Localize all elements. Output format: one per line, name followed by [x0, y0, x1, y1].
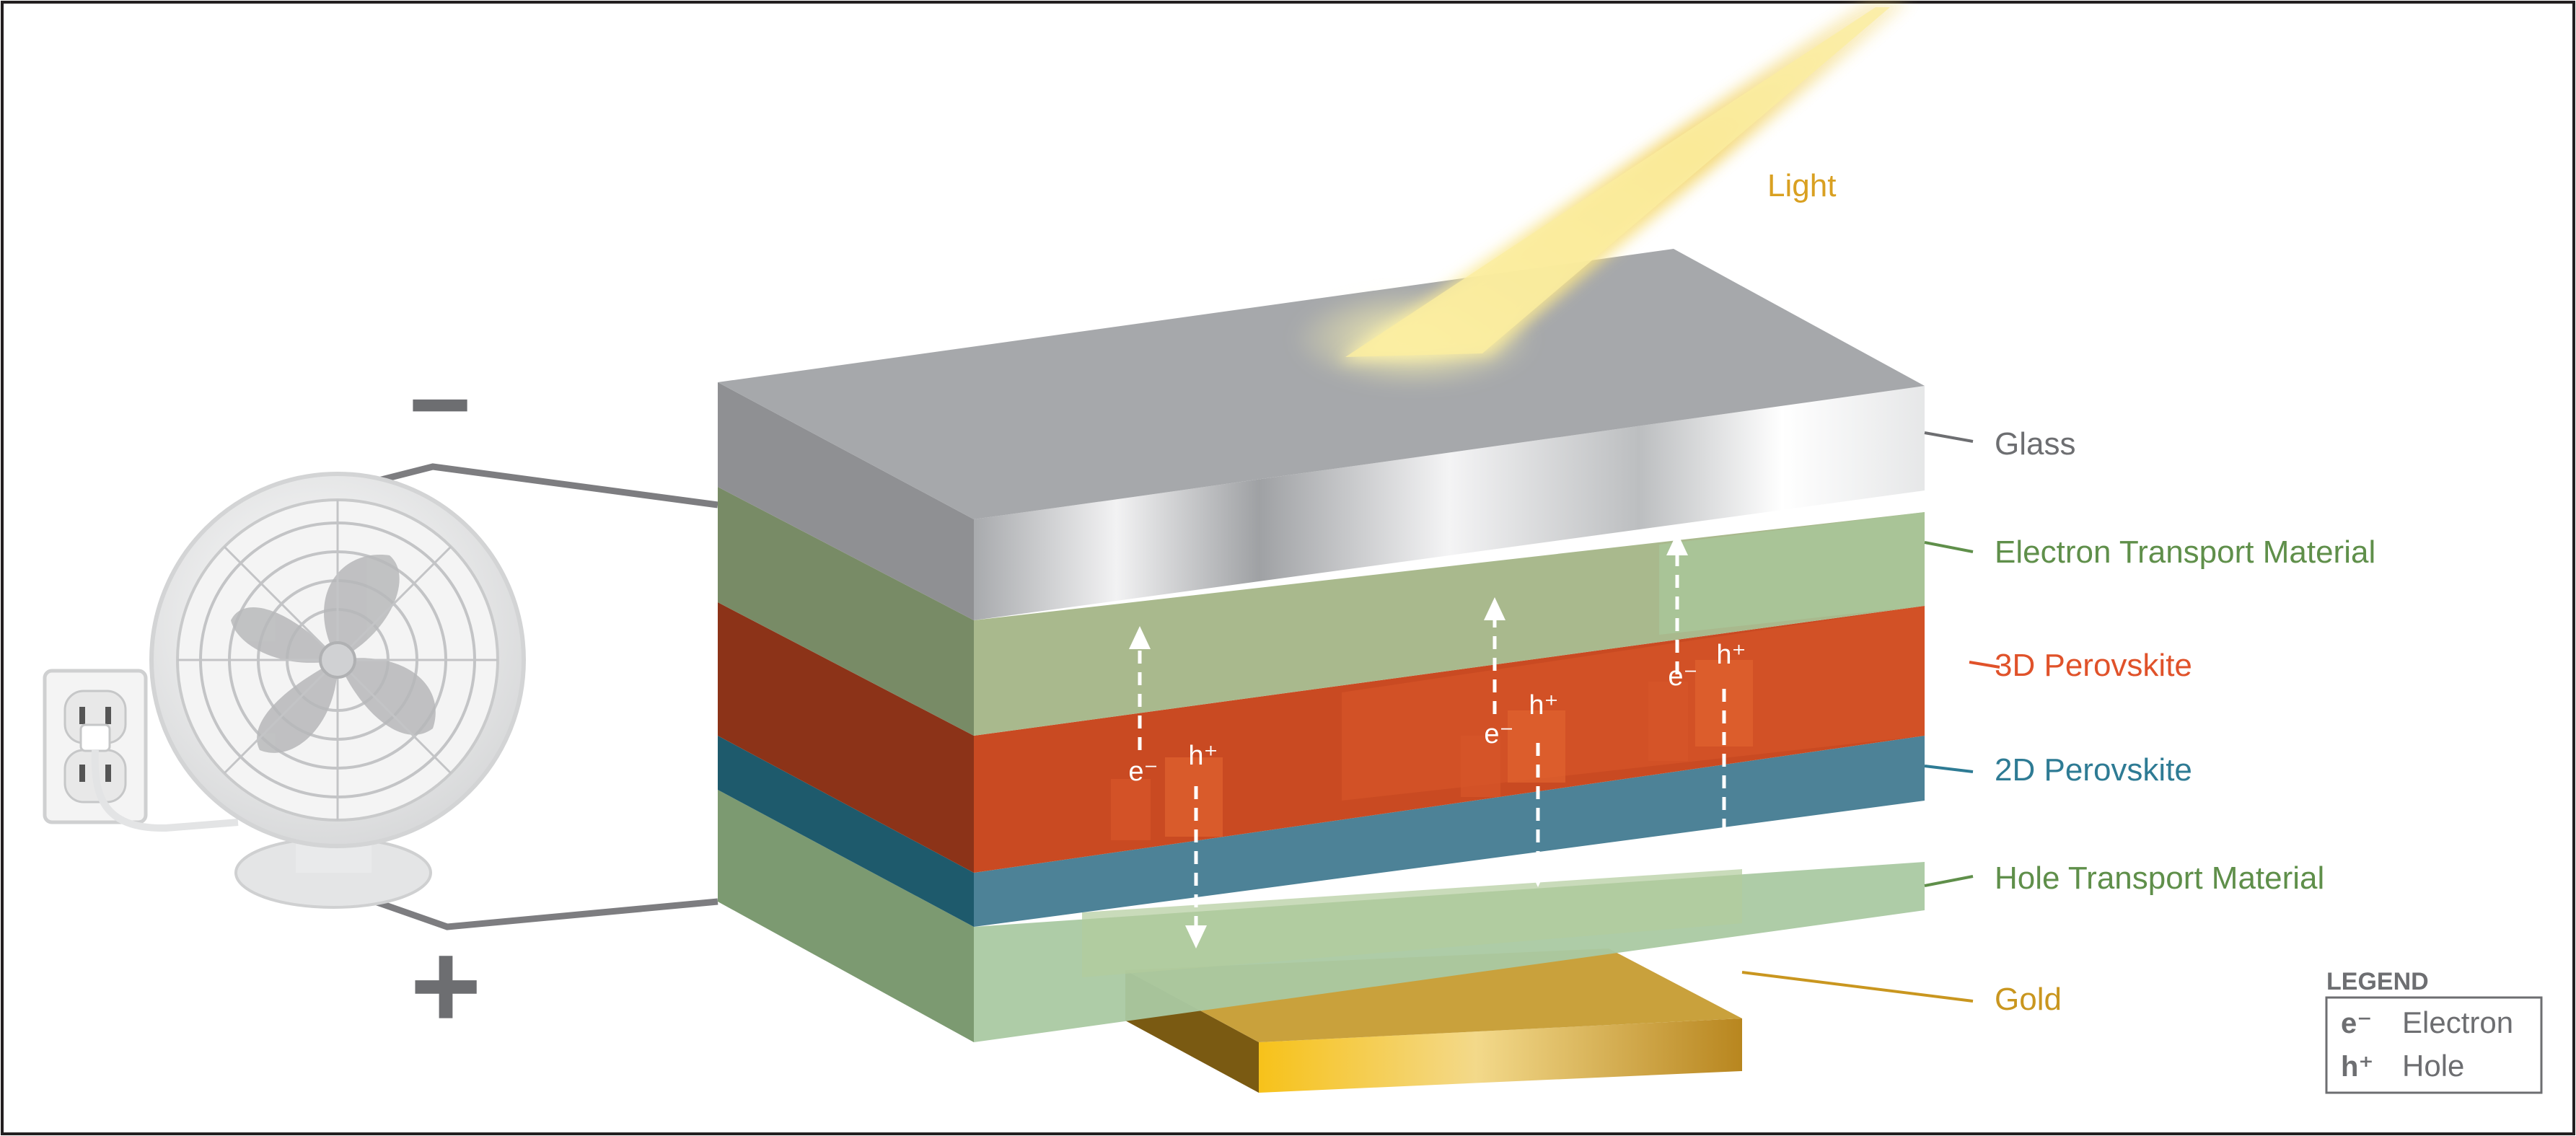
legend-symbol-hole: h⁺ — [2341, 1051, 2374, 1083]
electron-label-2: e⁻ — [1484, 719, 1513, 749]
legend-label-electron: Electron — [2402, 1005, 2513, 1039]
hole-label-1: h⁺ — [1188, 741, 1218, 771]
glass-layer — [718, 249, 1925, 620]
light-label: Light — [1767, 168, 1836, 203]
etm-layer — [718, 487, 1925, 736]
etm-label: Electron Transport Material — [1995, 534, 2375, 570]
p2d-label: 2D Perovskite — [1995, 752, 2192, 788]
electron-label-3: e⁻ — [1668, 661, 1697, 692]
positive-terminal-sign: + — [410, 917, 481, 1054]
negative-terminal-sign: − — [408, 343, 472, 464]
charge-carriers: e⁻ h⁺ e⁻ h⁺ e⁻ h⁺ — [1111, 532, 1753, 948]
electron-label-1: e⁻ — [1128, 757, 1158, 787]
legend-symbol-electron: e⁻ — [2341, 1008, 2372, 1039]
htm-layer — [718, 790, 1925, 1042]
hole-label-2: h⁺ — [1529, 690, 1558, 721]
p2d-layer — [718, 736, 1925, 927]
legend: LEGEND e⁻ Electron h⁺ Hole — [2325, 968, 2543, 1094]
legend-label-hole: Hole — [2402, 1049, 2464, 1083]
p3d-label: 3D Perovskite — [1995, 648, 2192, 683]
hole-label-3: h⁺ — [1716, 640, 1746, 670]
htm-label: Hole Transport Material — [1995, 860, 2324, 896]
gold-label: Gold — [1995, 982, 2062, 1017]
light-beam-icon — [1291, 0, 1912, 389]
legend-title: LEGEND — [2326, 968, 2429, 995]
fan-icon — [149, 472, 526, 909]
glass-label: Glass — [1995, 426, 2075, 462]
leader-lines — [1741, 431, 2000, 1003]
wall-outlet-icon — [43, 669, 239, 832]
